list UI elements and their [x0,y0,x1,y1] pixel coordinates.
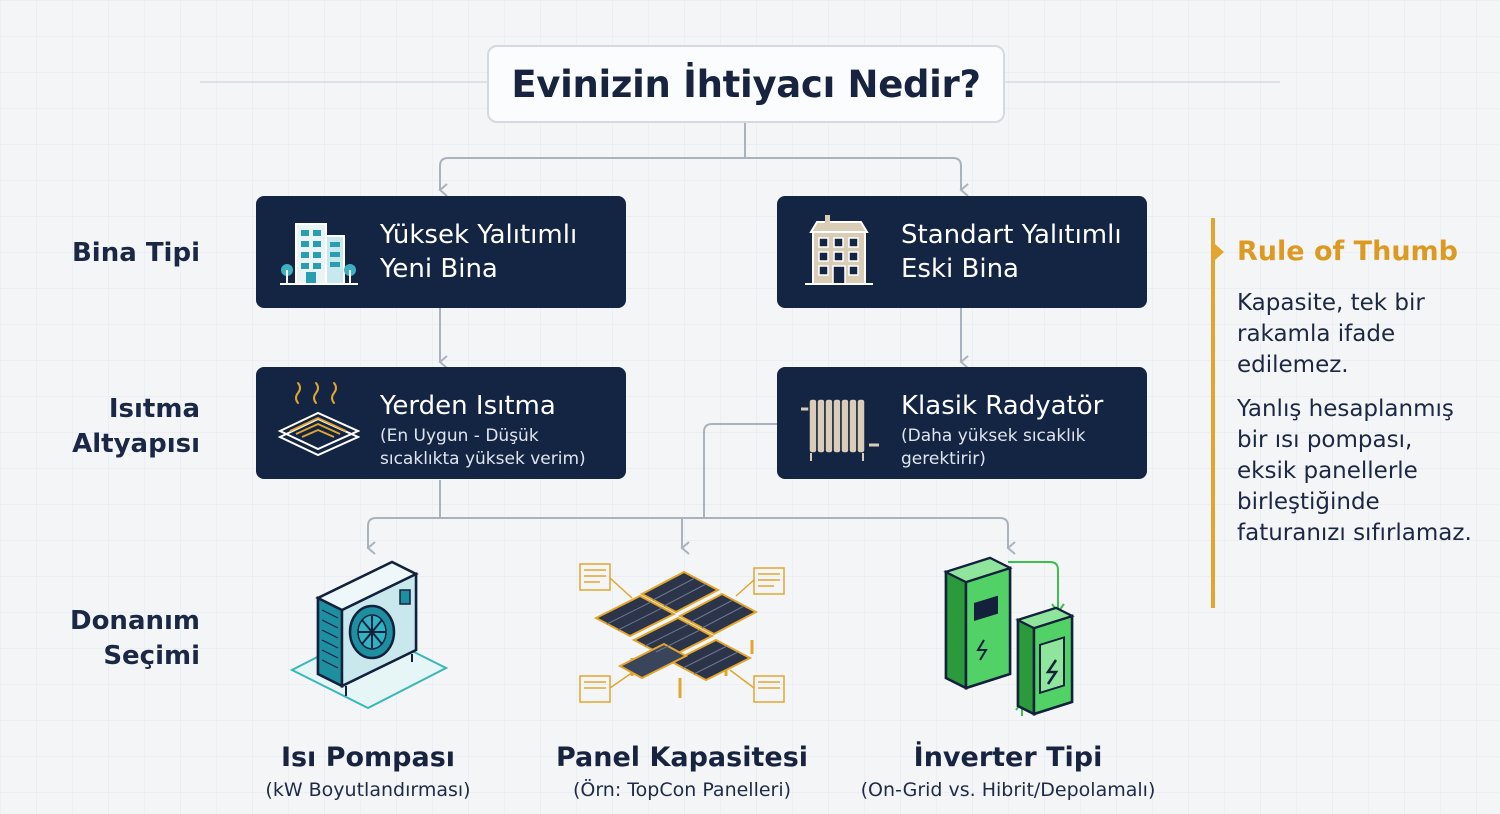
hardware-sub-panel: (Örn: TopCon Panelleri) [572,779,792,801]
rule-title: Rule of Thumb [1237,236,1458,267]
old-building-icon [805,215,873,285]
solar-panel-icon [579,563,785,703]
card-radiator-title: Klasik Radyatör [901,391,1104,421]
row-label-isitma-line1: Isıtma [108,394,200,424]
page-title: Evinizin İhtiyacı Nedir? [487,45,1005,123]
row-label-isitma: Isıtma Altyapısı [72,392,200,462]
inverter-battery-icon [943,556,1075,716]
row-label-donanim-line1: Donanım [69,606,200,636]
card-old-building-line2: Eski Bina [901,254,1019,284]
row-label-donanim: Donanım Seçimi [70,604,200,674]
rule-paragraph-1: Kapasite, tek bir rakamla ifade edilemez… [1237,290,1425,378]
card-new-building: Yüksek Yalıtımlı Yeni Bina [256,196,626,308]
rule-pointer-icon [1215,244,1224,260]
card-floor-heating-sub2: sıcaklıkta yüksek verim) [380,449,586,469]
floor-heating-icon [277,382,360,457]
row-label-donanim-line2: Seçimi [103,641,200,671]
card-radiator: Klasik Radyatör (Daha yüksek sıcaklık ge… [777,367,1147,479]
modern-building-icon [280,223,358,285]
card-old-building: Standart Yalıtımlı Eski Bina [777,196,1147,308]
row-label-bina-tipi: Bina Tipi [72,236,200,271]
rule-paragraph-2: Yanlış hesaplanmış bir ısı pompası, eksi… [1237,396,1472,546]
hardware-title-inverter: İnverter Tipi [913,742,1103,773]
rule-accent-bar [1211,218,1215,608]
card-radiator-sub2: gerektirir) [901,449,986,469]
card-radiator-sub1: (Daha yüksek sıcaklık [901,426,1086,446]
radiator-icon [801,398,879,461]
hardware-sub-heat-pump: (kW Boyutlandırması) [265,779,471,801]
card-floor-heating: Yerden Isıtma (En Uygun - Düşük sıcaklık… [256,367,626,479]
card-floor-heating-sub1: (En Uygun - Düşük [380,426,539,446]
card-old-building-line1: Standart Yalıtımlı [901,220,1122,250]
row-label-bina-text: Bina Tipi [71,238,200,268]
card-new-building-line2: Yeni Bina [380,254,498,284]
card-floor-heating-title: Yerden Isıtma [380,391,556,421]
card-new-building-line1: Yüksek Yalıtımlı [380,220,578,250]
heat-pump-icon [289,560,448,710]
hardware-title-heat-pump: Isı Pompası [280,742,456,773]
row-label-isitma-line2: Altyapısı [72,429,200,459]
hardware-title-panel: Panel Kapasitesi [555,742,809,773]
hardware-sub-inverter: (On-Grid vs. Hibrit/Depolamalı) [860,779,1156,801]
